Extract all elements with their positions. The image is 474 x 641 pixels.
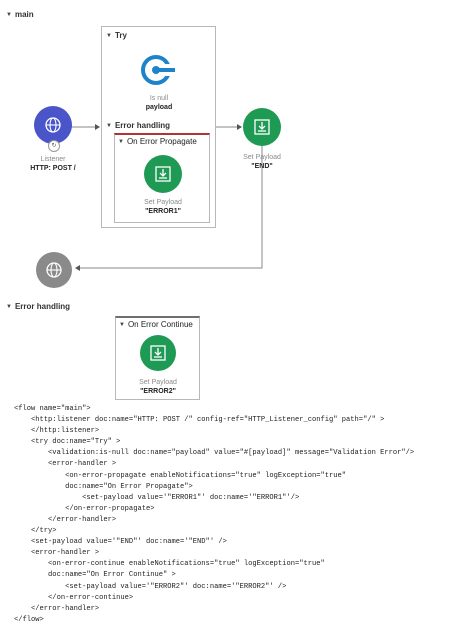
listener-node[interactable] <box>34 106 72 144</box>
on-error-propagate-scope[interactable]: ▼ On Error Propagate Set Payload "ERROR1… <box>114 133 210 223</box>
collapse-triangle-icon[interactable]: ▼ <box>6 303 12 310</box>
response-node[interactable] <box>36 252 72 288</box>
source-badge-icon: ↻ <box>48 140 60 152</box>
propagate-title: On Error Propagate <box>126 137 197 146</box>
propagate-header[interactable]: ▼ On Error Propagate <box>118 137 197 146</box>
flow-connectors <box>70 124 263 271</box>
set-payload-error1-node[interactable] <box>144 155 182 193</box>
code-line: <error-handler > <box>14 460 117 469</box>
code-line: <http:listener doc:name="HTTP: POST /" c… <box>14 416 385 425</box>
try-scope[interactable]: ▼ Try Is null payload ▼ Error handling ▼… <box>101 26 216 228</box>
code-line: doc:name="On Error Propagate"> <box>14 482 193 491</box>
collapse-triangle-icon[interactable]: ▼ <box>6 11 12 18</box>
set-payload-error2-node[interactable] <box>140 335 176 371</box>
arrowhead-icon <box>75 265 80 271</box>
try-header[interactable]: ▼ Try <box>106 31 127 40</box>
code-line: <set-payload value='"ERROR2"' doc:name='… <box>14 582 287 591</box>
code-line: <on-error-propagate enableNotifications=… <box>14 471 347 480</box>
code-line: <on-error-continue enableNotifications="… <box>14 560 325 569</box>
collapse-triangle-icon[interactable]: ▼ <box>119 321 125 328</box>
arrowhead-icon <box>237 124 242 130</box>
globe-icon <box>45 117 61 133</box>
try-error-handling-header[interactable]: ▼ Error handling <box>106 121 170 130</box>
code-line: <set-payload value='"END"' doc:name='"EN… <box>14 538 227 547</box>
code-line: </flow> <box>14 615 44 624</box>
collapse-triangle-icon[interactable]: ▼ <box>118 138 124 145</box>
flow-error-handling-header[interactable]: ▼ Error handling <box>6 302 70 311</box>
code-line: </error-handler> <box>14 604 100 613</box>
code-line: <flow name="main"> <box>14 405 91 413</box>
arrowhead-icon <box>95 124 100 130</box>
code-line: </on-error-continue> <box>14 593 134 602</box>
code-line: doc:name="On Error Continue" > <box>14 571 176 580</box>
code-line: </http:listener> <box>14 427 100 436</box>
validation-icon <box>141 55 175 85</box>
code-line: <set-payload value='"ERROR1"' doc:name='… <box>14 493 300 502</box>
code-line: <try doc:name="Try" > <box>14 438 121 447</box>
collapse-triangle-icon[interactable]: ▼ <box>106 32 112 39</box>
set-payload-icon <box>254 119 270 135</box>
code-line: <validation:is-null doc:name="payload" v… <box>14 449 415 458</box>
try-error-handling-title: Error handling <box>114 121 171 130</box>
listener-label: Listener HTTP: POST / <box>30 156 76 172</box>
set-payload-end-node[interactable] <box>243 108 281 146</box>
continue-header[interactable]: ▼ On Error Continue <box>119 320 193 329</box>
set-payload-icon <box>155 166 171 182</box>
code-line: </try> <box>14 527 57 536</box>
continue-title: On Error Continue <box>127 320 193 329</box>
globe-icon <box>46 262 62 278</box>
validator-label: Is null payload <box>145 95 173 111</box>
flow-header[interactable]: ▼ main <box>6 10 34 19</box>
xml-code-block: <flow name="main"> <http:listener doc:na… <box>14 404 470 626</box>
flow-error-handling-title: Error handling <box>14 302 71 311</box>
code-line: </error-handler> <box>14 515 117 524</box>
code-line: </on-error-propagate> <box>14 504 155 513</box>
set-payload-error2-label: Set Payload "ERROR2" <box>139 379 177 395</box>
flow-title: main <box>14 10 34 19</box>
set-payload-icon <box>150 345 166 361</box>
code-line: <error-handler > <box>14 549 100 558</box>
collapse-triangle-icon[interactable]: ▼ <box>106 122 112 129</box>
validator-node[interactable] <box>139 50 179 90</box>
set-payload-end-label: Set Payload "END" <box>243 154 281 170</box>
set-payload-error1-label: Set Payload "ERROR1" <box>144 199 182 215</box>
on-error-continue-scope[interactable]: ▼ On Error Continue Set Payload "ERROR2" <box>115 316 200 400</box>
try-title: Try <box>114 31 127 40</box>
connector-end-response <box>80 145 263 269</box>
